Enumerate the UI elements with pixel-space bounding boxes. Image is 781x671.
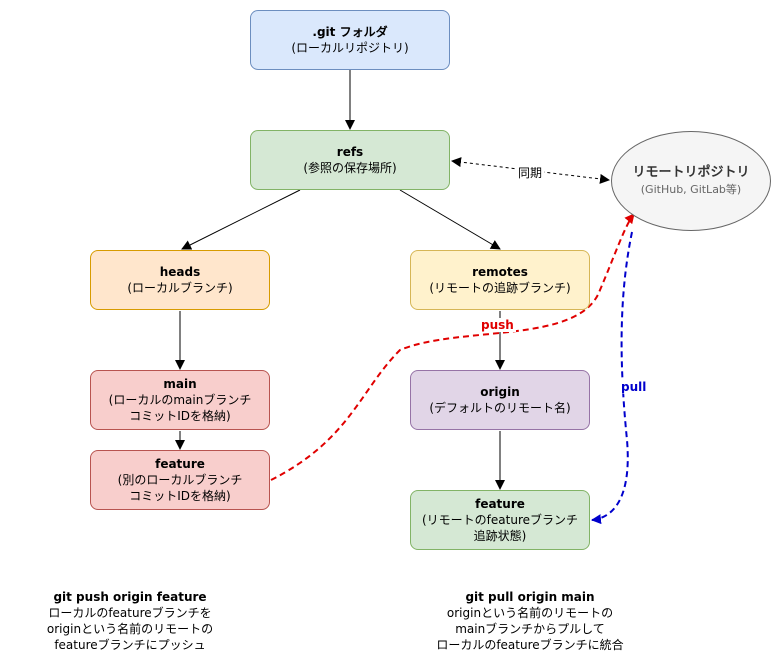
feature-remote-node: feature (リモートのfeatureブランチ 追跡状態) <box>410 490 590 550</box>
edge-refs-to-remotes <box>399 189 501 250</box>
remote-repo-node: リモートリポジトリ (GitHub, GitLab等) <box>611 131 771 231</box>
feature-remote-title: feature <box>475 497 525 511</box>
push-note-line2: originという名前のリモートの <box>46 622 214 636</box>
remote-repo-title: リモートリポジトリ <box>632 165 750 180</box>
main-sub2: コミットIDを格納) <box>129 409 231 423</box>
push-note-title: git push origin feature <box>53 590 207 604</box>
feature-remote-sub2: 追跡状態) <box>473 529 527 543</box>
feature-remote-sub1: (リモートのfeatureブランチ <box>421 513 578 527</box>
git-folder-title: .git フォルダ <box>312 25 388 39</box>
edge-pull <box>591 231 633 525</box>
remotes-sub: (リモートの追跡ブランチ) <box>429 281 571 295</box>
feature-local-title: feature <box>155 457 205 471</box>
refs-sub: (参照の保存場所) <box>303 161 397 175</box>
feature-local-sub1: (別のローカルブランチ <box>117 473 243 487</box>
main-sub1: (ローカルのmainブランチ <box>108 393 252 407</box>
sync-label: 同期 <box>516 166 545 180</box>
remote-repo-sub: (GitHub, GitLab等) <box>640 183 742 196</box>
main-node: main (ローカルのmainブランチ コミットIDを格納) <box>90 370 270 430</box>
feature-local-node: feature (別のローカルブランチ コミットIDを格納) <box>90 450 270 510</box>
heads-sub: (ローカルブランチ) <box>127 281 233 295</box>
git-folder-node: .git フォルダ (ローカルリポジトリ) <box>250 10 450 70</box>
push-note-line3: featureブランチにプッシュ <box>54 638 206 652</box>
git-folder-sub: (ローカルリポジトリ) <box>291 41 409 55</box>
origin-sub: (デフォルトのリモート名) <box>429 401 571 415</box>
heads-node: heads (ローカルブランチ) <box>90 250 270 310</box>
refs-title: refs <box>336 145 364 159</box>
edge-push <box>270 213 635 481</box>
heads-title: heads <box>159 265 201 279</box>
remotes-node: remotes (リモートの追跡ブランチ) <box>410 250 590 310</box>
main-title: main <box>163 377 197 391</box>
refs-node: refs (参照の保存場所) <box>250 130 450 190</box>
push-label: push <box>479 318 516 332</box>
origin-title: origin <box>480 385 520 399</box>
push-note-line1: ローカルのfeatureブランチを <box>48 606 212 620</box>
pull-note-title: git pull origin main <box>465 590 595 604</box>
push-note: git push origin feature ローカルのfeatureブランチ… <box>0 589 260 653</box>
feature-local-sub2: コミットIDを格納) <box>129 489 231 503</box>
pull-note-line2: mainブランチからプルして <box>455 622 605 636</box>
remotes-title: remotes <box>472 265 528 279</box>
origin-node: origin (デフォルトのリモート名) <box>410 370 590 430</box>
edge-refs-to-heads <box>181 189 301 250</box>
pull-note-line3: ローカルのfeatureブランチに統合 <box>436 638 624 652</box>
pull-note: git pull origin main originという名前のリモートの m… <box>400 589 660 653</box>
pull-note-line1: originという名前のリモートの <box>446 606 614 620</box>
pull-label: pull <box>619 380 649 394</box>
